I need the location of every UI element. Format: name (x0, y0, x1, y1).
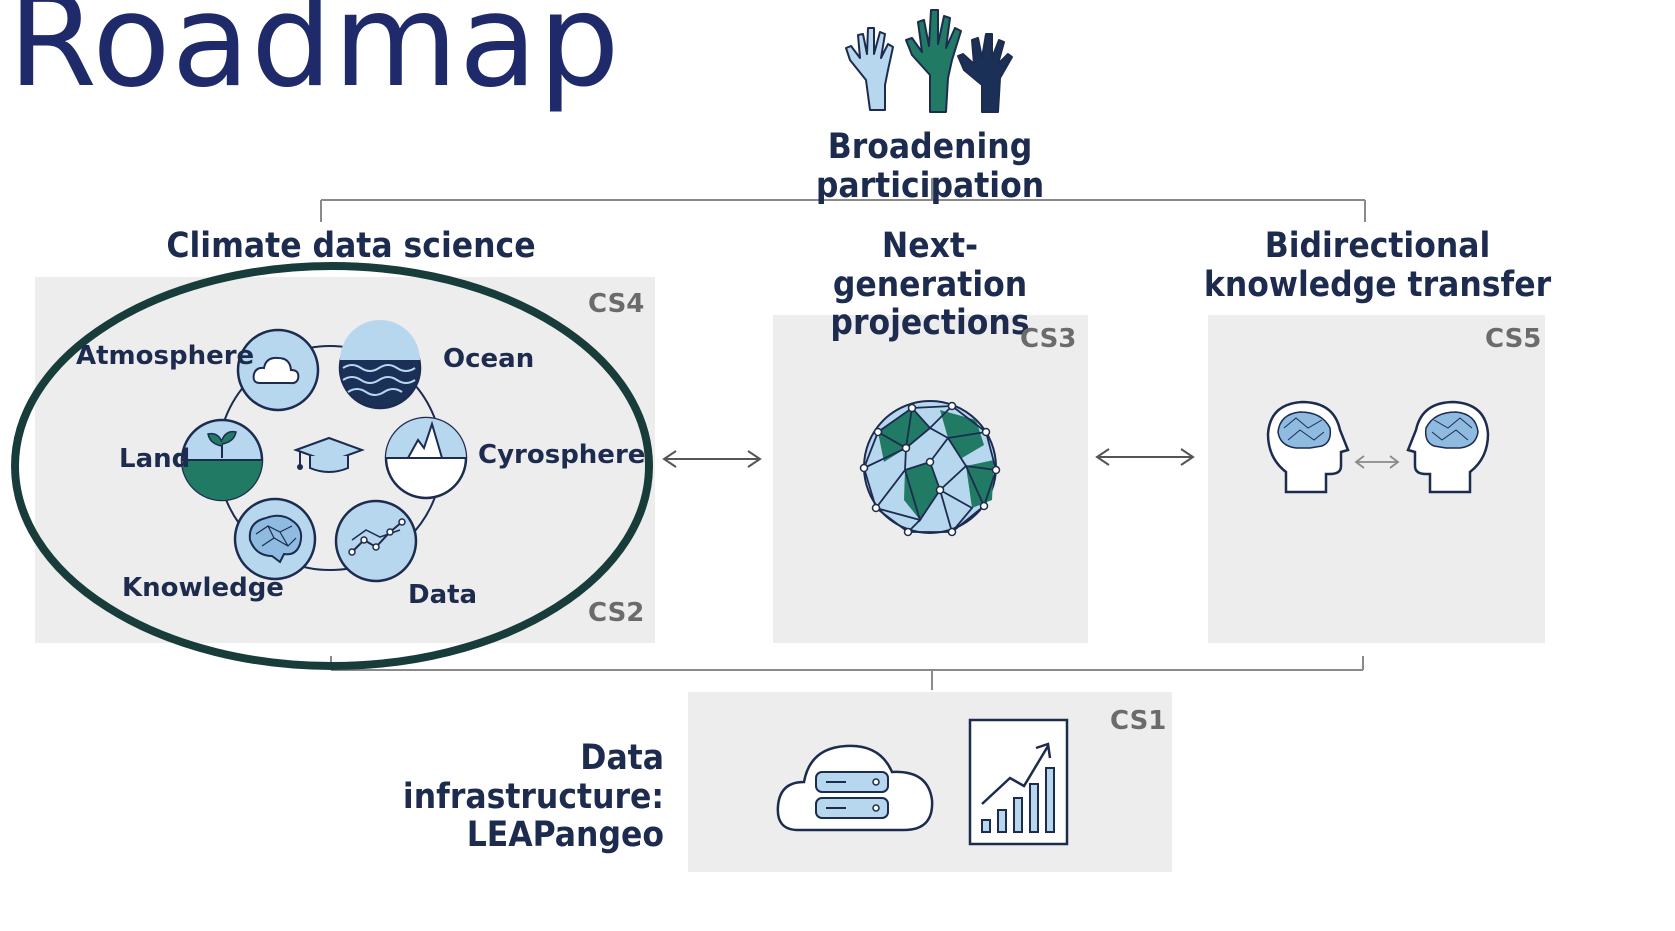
atmosphere-icon (236, 328, 320, 412)
panel-data-infrastructure (688, 692, 1172, 872)
knowledge-brain-icon (233, 497, 317, 581)
head-exchange-arrow (1354, 455, 1400, 469)
hands-icon (845, 9, 1013, 113)
land-icon (180, 418, 264, 502)
heading-next-gen-projections: Next-generation projections (830, 226, 1030, 343)
cryosphere-icon (384, 416, 468, 500)
data-infrastructure-label: Data infrastructure: LEAPangeo (330, 739, 664, 855)
code-cs5: CS5 (1485, 324, 1542, 354)
head-right-icon (1406, 400, 1490, 494)
panel-knowledge-transfer (1208, 315, 1545, 643)
growth-chart-icon (968, 718, 1069, 846)
code-cs2: CS2 (588, 598, 645, 628)
head-left-icon (1266, 400, 1350, 494)
code-cs3: CS3 (1020, 324, 1077, 354)
cloud-server-icon (776, 744, 934, 832)
label-atmosphere: Atmosphere (76, 341, 255, 371)
code-cs1: CS1 (1110, 706, 1167, 736)
data-icon (334, 499, 418, 583)
code-cs4: CS4 (588, 289, 645, 319)
ocean-icon (338, 320, 422, 410)
highlight-ellipse (11, 262, 653, 670)
bottom-connector (330, 656, 1364, 690)
graduation-cap-icon (293, 436, 365, 473)
broadening-participation-label: Broadening participation (815, 127, 1045, 206)
page-title: Roadmap (8, 0, 621, 116)
label-knowledge: Knowledge (122, 573, 284, 603)
label-land: Land (119, 444, 191, 474)
network-globe-icon (859, 400, 1001, 537)
heading-climate-data-science: Climate data science (166, 226, 536, 266)
label-cyrosphere: Cyrosphere (478, 440, 646, 470)
data-infrastructure-line2: LEAPangeo (466, 815, 664, 855)
label-data: Data (408, 580, 478, 610)
arrow-projections-transfer (1095, 448, 1195, 466)
data-infrastructure-line1: Data infrastructure: (402, 738, 664, 817)
top-connector (320, 178, 1366, 222)
arrow-cds-projections (662, 450, 762, 468)
heading-knowledge-transfer: Bidirectional knowledge transfer (1203, 226, 1552, 305)
label-ocean: Ocean (443, 344, 535, 374)
